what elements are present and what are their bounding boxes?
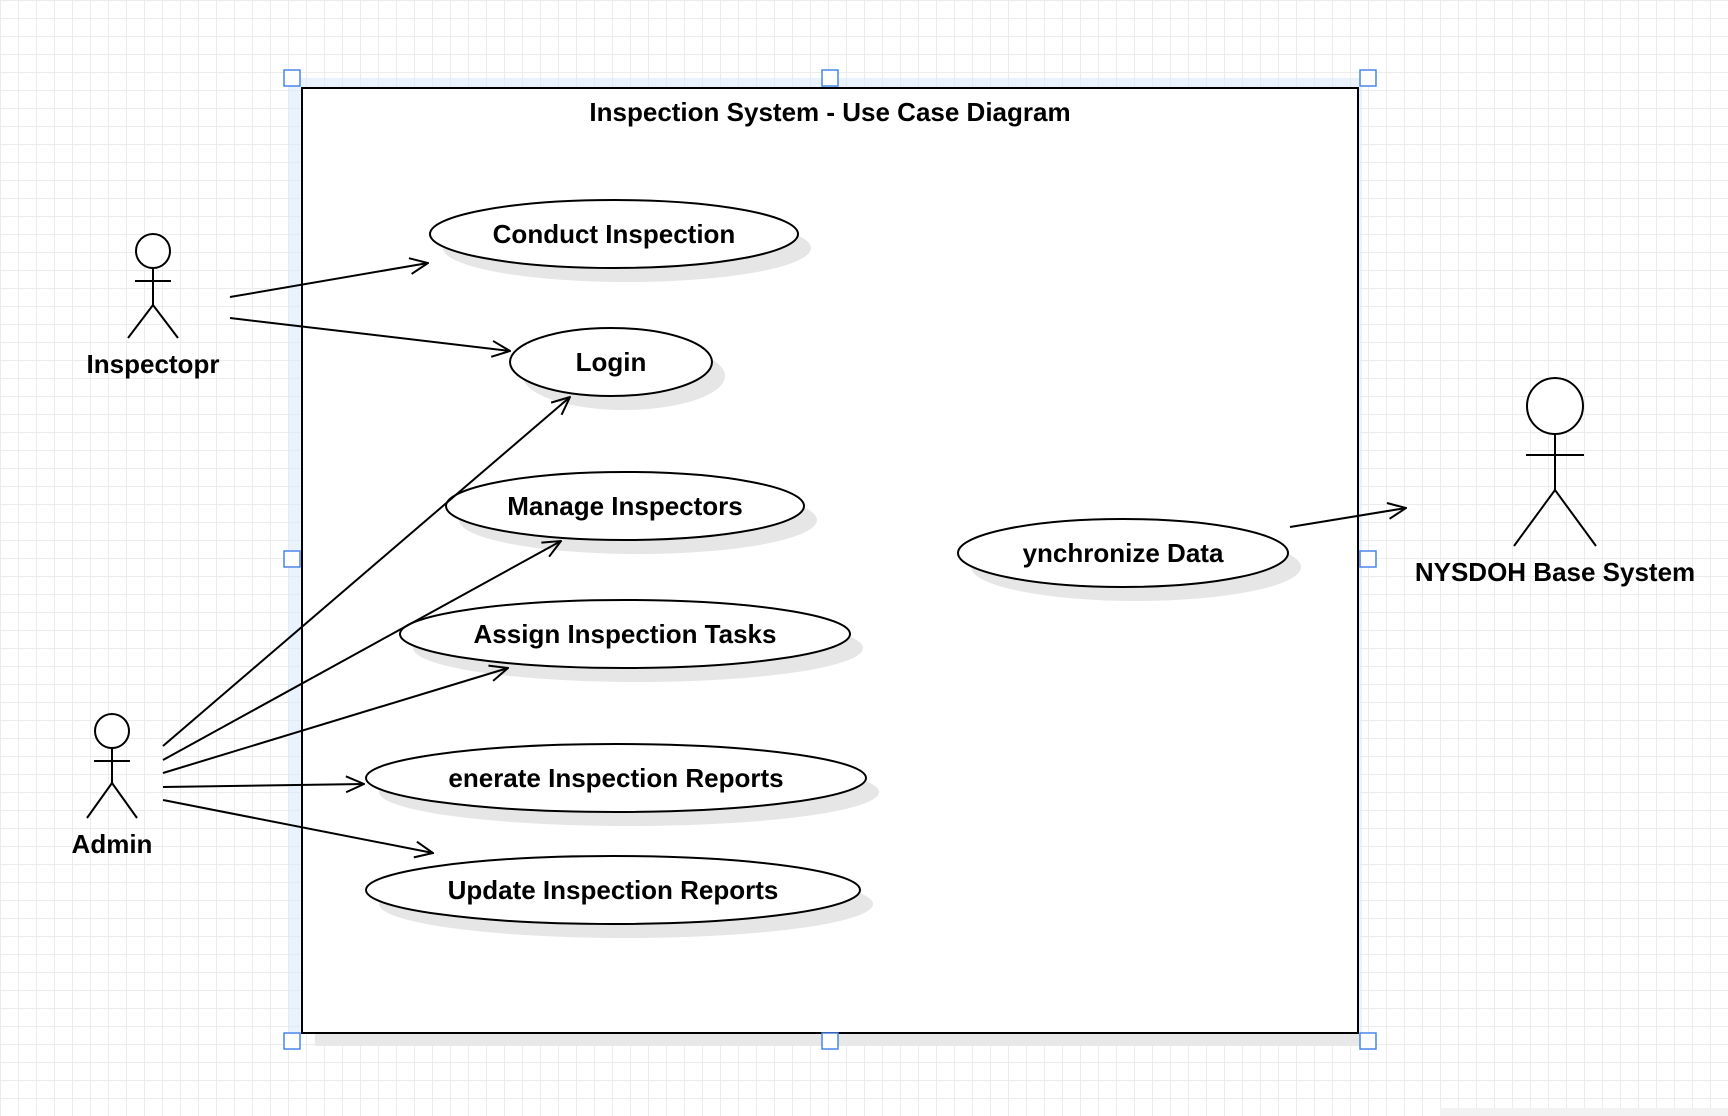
page-edge-shadow <box>1440 1108 1728 1116</box>
system-title: Inspection System - Use Case Diagram <box>589 97 1070 127</box>
use-case-ellipse <box>365 743 867 813</box>
actor-label: Inspectopr <box>87 349 220 379</box>
association-admin-login[interactable] <box>162 397 570 747</box>
use-case-ellipse <box>445 471 805 541</box>
stick-figure-icon <box>86 713 138 819</box>
resize-handle-top-right[interactable] <box>1359 69 1377 87</box>
use-case-label: Update Inspection Reports <box>448 875 779 905</box>
use-case-ellipse <box>957 518 1289 588</box>
use-case-ellipse <box>509 327 713 397</box>
use-case-ellipse <box>365 855 861 925</box>
use-case-label: enerate Inspection Reports <box>448 763 783 793</box>
resize-handle-bottom[interactable] <box>821 1032 839 1050</box>
use-case-login[interactable]: Login <box>509 327 725 410</box>
resize-handle-right[interactable] <box>1359 550 1377 568</box>
associations <box>162 263 1406 853</box>
stick-figure-icon <box>1513 377 1597 547</box>
actor-label: Admin <box>72 829 153 859</box>
stick-figure-icon <box>127 233 179 339</box>
use-case-label: Assign Inspection Tasks <box>474 619 777 649</box>
resize-handle-bottom-left[interactable] <box>283 1032 301 1050</box>
resize-handle-left[interactable] <box>283 550 301 568</box>
use-case-assign-tasks[interactable]: Assign Inspection Tasks <box>399 599 863 682</box>
association-admin-assign[interactable] <box>162 668 508 774</box>
association-admin-generate[interactable] <box>162 784 364 787</box>
use-case-label: Manage Inspectors <box>507 491 743 521</box>
use-case-label: ynchronize Data <box>1023 538 1224 568</box>
use-case-update-reports[interactable]: Update Inspection Reports <box>365 855 873 938</box>
association-sync-external[interactable] <box>1289 508 1406 528</box>
resize-handle-top-left[interactable] <box>283 69 301 87</box>
actor-external-system[interactable]: NYSDOH Base System <box>1415 377 1695 587</box>
association-admin-update[interactable] <box>162 799 433 853</box>
resize-handle-top[interactable] <box>821 69 839 87</box>
use-case-ellipse <box>399 599 851 669</box>
resize-handle-bottom-right[interactable] <box>1359 1032 1377 1050</box>
actor-admin[interactable]: Admin <box>72 713 153 859</box>
association-inspector-conduct[interactable] <box>229 263 428 298</box>
use-case-label: Conduct Inspection <box>493 219 736 249</box>
use-case-conduct-inspection[interactable]: Conduct Inspection <box>429 199 811 282</box>
selection-handles[interactable] <box>283 69 1377 1050</box>
actor-label: NYSDOH Base System <box>1415 557 1695 587</box>
use-case-synchronize-data[interactable]: ynchronize Data <box>957 518 1301 601</box>
use-case-manage-inspectors[interactable]: Manage Inspectors <box>445 471 817 554</box>
use-case-label: Login <box>576 347 647 377</box>
use-case-generate-reports[interactable]: enerate Inspection Reports <box>365 743 879 826</box>
association-inspector-login[interactable] <box>229 317 510 351</box>
use-case-ellipse <box>429 199 799 269</box>
association-admin-manage[interactable] <box>162 541 561 761</box>
actor-inspector[interactable]: Inspectopr <box>87 233 220 379</box>
